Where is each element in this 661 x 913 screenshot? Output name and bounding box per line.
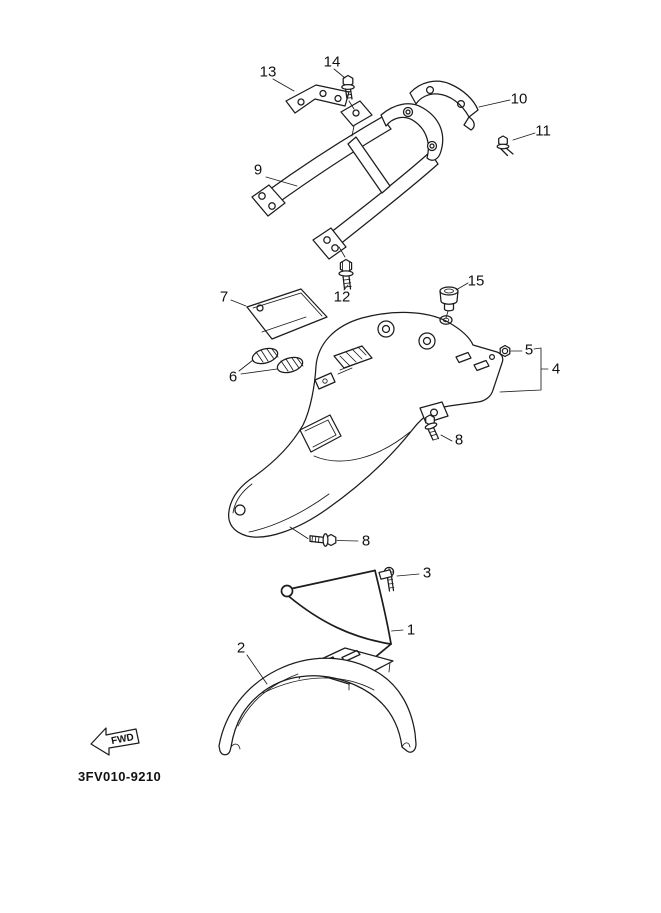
bolt-12 [338,246,354,290]
hook-bracket [409,80,479,131]
grommet-15 [439,286,459,319]
wire-stay [280,569,393,665]
bolt-5 [499,344,511,358]
callout-2: 2 [236,639,246,657]
callout-11: 11 [535,122,551,140]
rear-fender-stay [251,100,444,260]
callout-4: 4 [551,360,561,378]
bolt-8-upper [424,414,440,441]
bolt-8-lower [289,526,337,547]
callout-3: 3 [422,564,432,582]
callout-13: 13 [259,63,277,81]
callout-7: 7 [219,288,229,306]
bolt-14 [341,74,355,110]
top-bracket [285,84,350,114]
callout-1: 1 [406,621,416,639]
callout-8b: 8 [361,532,371,550]
callout-9: 9 [253,161,263,179]
part-code: 3FV010-9210 [78,769,162,784]
fwd-label: FWD [110,732,134,747]
grommets [251,347,304,374]
leader-lines [230,68,549,685]
callout-6: 6 [228,368,238,386]
callout-5: 5 [524,341,534,359]
fwd-arrow-icon: FWD [90,727,140,756]
mud-pad [246,288,328,340]
callout-15: 15 [467,272,485,290]
callout-12: 12 [333,288,351,306]
callout-14: 14 [323,53,341,71]
callout-8a: 8 [454,431,464,449]
rear-fender [228,311,504,538]
front-fender [218,647,417,756]
callout-10: 10 [510,90,528,108]
bolt-11 [496,135,514,157]
